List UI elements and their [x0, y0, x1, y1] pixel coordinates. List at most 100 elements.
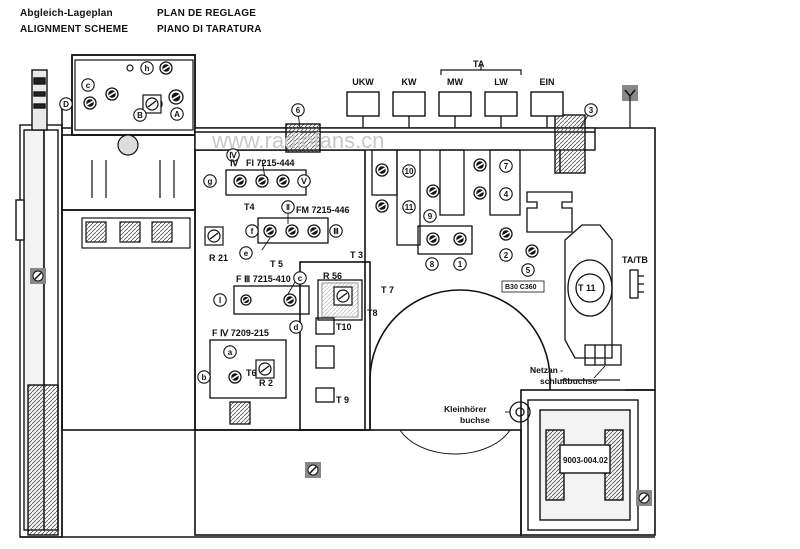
svg-text:Ⅴ: Ⅴ: [300, 177, 307, 186]
screw-9-icon[interactable]: [426, 184, 440, 198]
svg-text:h: h: [145, 64, 150, 73]
screw-d-icon[interactable]: [83, 96, 97, 110]
band-button-label: LW: [494, 77, 508, 87]
svg-text:c: c: [298, 274, 303, 283]
fi-filter-label: FI 7215-444: [246, 158, 295, 168]
title-en: ALIGNMENT SCHEME: [20, 24, 129, 35]
title-fr: PLAN DE REGLAGE: [157, 8, 257, 19]
callout-upper-d: D: [59, 97, 73, 111]
band-button-mw[interactable]: [438, 91, 472, 117]
screw-2-icon[interactable]: [499, 227, 513, 241]
svg-text:11: 11: [405, 203, 414, 212]
callout-g: g: [203, 174, 217, 188]
screw-10-icon[interactable]: [375, 163, 389, 177]
svg-text:Ⅱ: Ⅱ: [286, 203, 290, 212]
callout-ii: Ⅱ: [281, 200, 295, 214]
screw-icon: [30, 268, 46, 284]
t5-label: T 5: [270, 259, 283, 269]
band-button-ein[interactable]: [530, 91, 564, 117]
trimmer-r2-icon[interactable]: [255, 359, 275, 379]
trimmer-r21-icon[interactable]: [204, 226, 224, 246]
svg-text:e: e: [244, 249, 249, 258]
screw-d-filter-icon[interactable]: [283, 293, 297, 307]
t8-label: T8: [367, 308, 378, 318]
callout-iv: Ⅳ: [226, 148, 240, 162]
title-it: PIANO DI TARATURA: [157, 24, 262, 35]
screw-h-icon[interactable]: [159, 61, 173, 75]
earphone-socket-icon: [509, 401, 531, 423]
screw-4-icon[interactable]: [473, 186, 487, 200]
screw-7-icon[interactable]: [473, 158, 487, 172]
svg-text:b: b: [202, 373, 207, 382]
t10-label: T10: [336, 322, 352, 332]
svg-text:Ⅰ: Ⅰ: [219, 296, 221, 305]
screw-c-icon[interactable]: [105, 87, 119, 101]
svg-text:B: B: [137, 111, 143, 120]
ta-tb-label: TA/TB: [622, 255, 648, 265]
band-switch-plungers: [362, 116, 548, 128]
power-transistor-section: [560, 224, 644, 381]
screw-v-inner-icon[interactable]: [276, 174, 290, 188]
t11-label: T 11: [578, 283, 596, 293]
screw-1-icon[interactable]: [453, 232, 467, 246]
fiii-filter-label: F Ⅲ 7215-410: [236, 274, 291, 284]
svg-text:c: c: [86, 81, 91, 90]
left-chassis-strip: [15, 69, 63, 538]
rectifier-frame: [501, 280, 545, 293]
screw-i-inner-icon[interactable]: [240, 294, 252, 306]
r21-label: R 21: [209, 253, 228, 263]
band-button-lw[interactable]: [484, 91, 518, 117]
band-button-label: KW: [402, 77, 417, 87]
callout-11: 11: [402, 200, 416, 214]
antenna-pin-icon: [622, 85, 638, 128]
callout-upper-b: B: [133, 108, 147, 122]
svg-text:Ⅲ: Ⅲ: [333, 227, 339, 236]
fiv-filter-label: F Ⅳ 7209-215: [212, 328, 269, 338]
screw-ii-icon[interactable]: [285, 224, 299, 238]
transformer-label: 9003-004.02: [563, 456, 608, 465]
svg-text:6: 6: [296, 106, 301, 115]
screw-8-icon[interactable]: [426, 232, 440, 246]
callout-2: 2: [499, 248, 513, 262]
band-switch-bar: [194, 114, 596, 174]
screw-a-upper-icon[interactable]: [168, 89, 184, 105]
band-button-label: MW: [447, 77, 463, 87]
adjustment-points: [83, 61, 539, 384]
ta-bracket: [440, 64, 522, 75]
screw-iii-inner-icon[interactable]: [307, 224, 321, 238]
svg-text:9: 9: [428, 212, 433, 221]
callout-c: c: [81, 78, 95, 92]
callout-i: Ⅰ: [213, 293, 227, 307]
screw-5-icon[interactable]: [525, 244, 539, 258]
svg-text:d: d: [294, 323, 299, 332]
svg-text:4: 4: [504, 190, 509, 199]
callout-9: 9: [423, 209, 437, 223]
callout-10: 10: [402, 164, 416, 178]
screw-11-icon[interactable]: [375, 199, 389, 213]
fm-filter-label: FM 7215-446: [296, 205, 350, 215]
svg-text:a: a: [228, 348, 233, 357]
ta-label: TA: [473, 59, 485, 69]
mains-socket-label-2: schlußbuchse: [540, 376, 597, 386]
callout-7: 7: [499, 159, 513, 173]
r2-label: R 2: [259, 378, 273, 388]
trimmer-r56-icon[interactable]: [333, 286, 353, 306]
band-button-ukw[interactable]: [346, 91, 380, 117]
screw-f-icon[interactable]: [263, 224, 277, 238]
trimmer-b-icon[interactable]: [142, 94, 162, 114]
band-button-label: UKW: [352, 77, 374, 87]
svg-text:7: 7: [504, 162, 509, 171]
screw-iv-icon[interactable]: [255, 174, 269, 188]
band-button-kw[interactable]: [392, 91, 426, 117]
r56-label: R 56: [323, 271, 342, 281]
svg-text:8: 8: [430, 260, 435, 269]
svg-text:3: 3: [589, 106, 594, 115]
svg-text:5: 5: [526, 266, 531, 275]
screw-g-icon[interactable]: [233, 174, 247, 188]
transformer-screw-icon: [636, 490, 652, 506]
svg-text:D: D: [63, 100, 69, 109]
screw-b-filter-icon[interactable]: [228, 370, 242, 384]
callout-filter-d: d: [289, 320, 303, 334]
t6-label: T6: [246, 368, 257, 378]
